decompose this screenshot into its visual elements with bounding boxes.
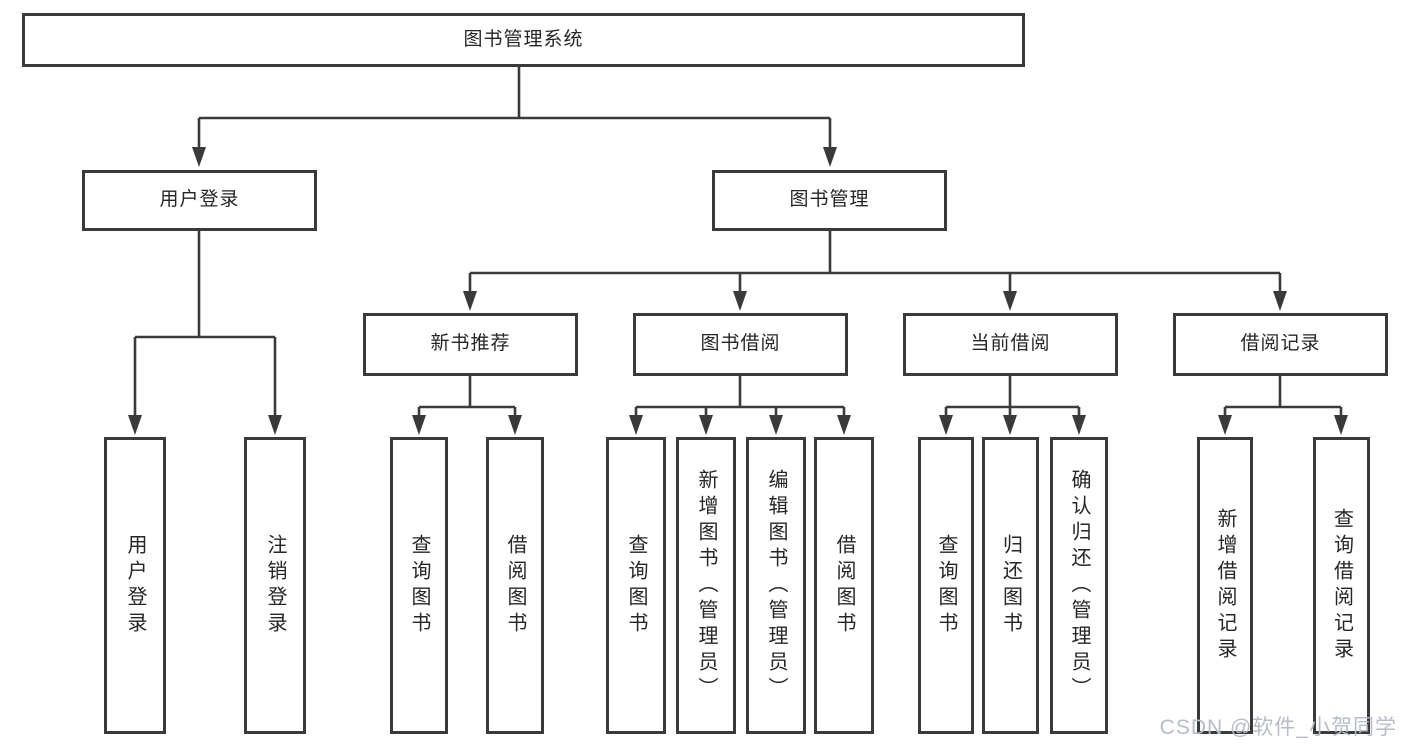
node-user-login: 用户登录 bbox=[82, 170, 317, 231]
leaf-edit-book-admin: 编辑图书（管理员） bbox=[746, 437, 806, 734]
node-new-book-recommendation: 新书推荐 bbox=[363, 313, 578, 376]
leaf-add-book-admin: 新增图书（管理员） bbox=[676, 437, 736, 734]
node-borrowing-records: 借阅记录 bbox=[1173, 313, 1388, 376]
node-current-borrowing: 当前借阅 bbox=[903, 313, 1118, 376]
node-library-management-system: 图书管理系统 bbox=[22, 13, 1025, 67]
arrowheads bbox=[128, 147, 1348, 435]
leaf-query-books-borrowing: 查询图书 bbox=[606, 437, 666, 734]
leaf-query-books-current: 查询图书 bbox=[918, 437, 974, 734]
leaf-query-books-recommend: 查询图书 bbox=[390, 437, 448, 734]
leaf-return-books: 归还图书 bbox=[982, 437, 1039, 734]
leaf-add-borrow-record: 新增借阅记录 bbox=[1197, 437, 1253, 734]
leaf-borrow-books-borrowing: 借阅图书 bbox=[814, 437, 874, 734]
node-book-management: 图书管理 bbox=[712, 170, 947, 231]
watermark: CSDN @软件_小贺同学 bbox=[1159, 716, 1397, 739]
leaf-logout: 注销登录 bbox=[244, 437, 306, 734]
node-book-borrowing: 图书借阅 bbox=[633, 313, 848, 376]
leaf-user-login: 用户登录 bbox=[104, 437, 166, 734]
leaf-query-borrow-record: 查询借阅记录 bbox=[1313, 437, 1370, 734]
leaf-confirm-return-admin: 确认归还（管理员） bbox=[1050, 437, 1108, 734]
leaf-borrow-books-recommend: 借阅图书 bbox=[486, 437, 544, 734]
